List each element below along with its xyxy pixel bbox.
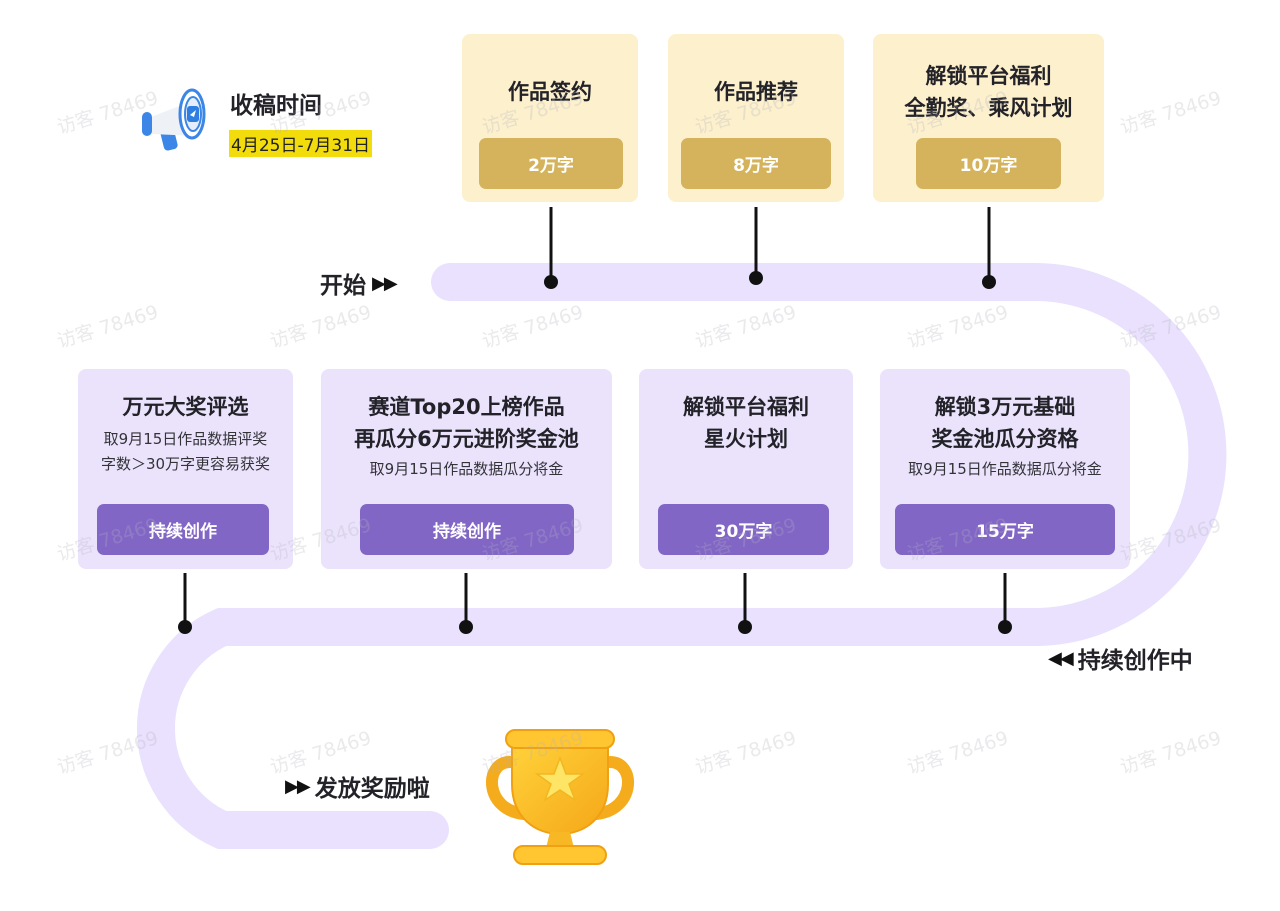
submission-period-title: 收稿时间 <box>230 93 322 119</box>
milestone-title-line-2: 星火计划 <box>704 427 788 451</box>
milestone-title: 作品推荐 <box>714 80 798 104</box>
reward-label-text: 发放奖励啦 <box>314 776 430 802</box>
connector-dot <box>738 620 752 634</box>
milestone-card-recommendation: 作品推荐 8万字 <box>668 34 844 202</box>
connector-dot <box>982 275 996 289</box>
reward-label: ▶▶ 发放奖励啦 <box>285 769 430 803</box>
milestone-title-line-1: 解锁平台福利 <box>925 64 1052 88</box>
milestone-title-line-2: 再瓜分6万元进阶奖金池 <box>354 427 579 451</box>
milestone-badge: 10万字 <box>916 138 1061 189</box>
megaphone-icon <box>138 84 210 156</box>
milestone-desc-line-2: 字数＞30万字更容易获奖 <box>100 455 271 473</box>
forward-arrows-icon: ▶▶ <box>285 775 311 797</box>
milestone-title: 作品签约 <box>508 80 592 104</box>
milestone-desc: 取9月15日作品数据瓜分将金 <box>908 460 1102 478</box>
back-arrows-icon: ◀◀ <box>1048 647 1074 669</box>
milestone-title-line-1: 赛道Top20上榜作品 <box>368 395 565 419</box>
milestone-badge: 15万字 <box>895 504 1115 555</box>
bottom-connectors <box>178 573 1012 634</box>
milestone-badge: 持续创作 <box>360 504 574 555</box>
milestone-card-top20: 赛道Top20上榜作品 再瓜分6万元进阶奖金池 取9月15日作品数据瓜分将金 持… <box>321 369 612 569</box>
top-connectors <box>544 207 996 289</box>
milestone-card-signing: 作品签约 2万字 <box>462 34 638 202</box>
start-label-text: 开始 <box>320 273 366 299</box>
continuing-label: ◀◀ 持续创作中 <box>1048 641 1193 675</box>
milestone-badge: 8万字 <box>681 138 831 189</box>
milestone-card-base-prize-pool: 解锁3万元基础 奖金池瓜分资格 取9月15日作品数据瓜分将金 15万字 <box>880 369 1130 569</box>
timeline-path <box>136 263 1227 849</box>
milestone-badge: 30万字 <box>658 504 829 555</box>
milestone-title-line-1: 解锁平台福利 <box>683 395 809 419</box>
milestone-card-grand-prize: 万元大奖评选 取9月15日作品数据评奖 字数＞30万字更容易获奖 持续创作 <box>78 369 293 569</box>
milestone-card-platform-benefits: 解锁平台福利 全勤奖、乘风计划 10万字 <box>873 34 1104 202</box>
milestone-badge: 2万字 <box>479 138 623 189</box>
connector-dot <box>749 271 763 285</box>
continuing-label-text: 持续创作中 <box>1077 648 1193 674</box>
milestone-desc-line-1: 取9月15日作品数据评奖 <box>103 430 268 448</box>
milestone-card-spark-plan: 解锁平台福利 星火计划 30万字 <box>639 369 853 569</box>
connector-dot <box>998 620 1012 634</box>
milestone-badge: 持续创作 <box>97 504 269 555</box>
forward-arrows-icon: ▶▶ <box>372 272 398 294</box>
trophy-icon <box>480 722 640 870</box>
milestone-title-line-2: 奖金池瓜分资格 <box>931 427 1079 451</box>
submission-date-range: 4月25日-7月31日 <box>229 130 373 157</box>
connector-dot <box>178 620 192 634</box>
start-label: 开始 ▶▶ <box>320 266 398 300</box>
connector-dot <box>459 620 473 634</box>
milestone-title: 万元大奖评选 <box>122 395 249 419</box>
milestone-desc: 取9月15日作品数据瓜分将金 <box>369 460 564 478</box>
connector-dot <box>544 275 558 289</box>
milestone-title-line-2: 全勤奖、乘风计划 <box>904 96 1073 120</box>
milestone-title-line-1: 解锁3万元基础 <box>934 395 1076 419</box>
